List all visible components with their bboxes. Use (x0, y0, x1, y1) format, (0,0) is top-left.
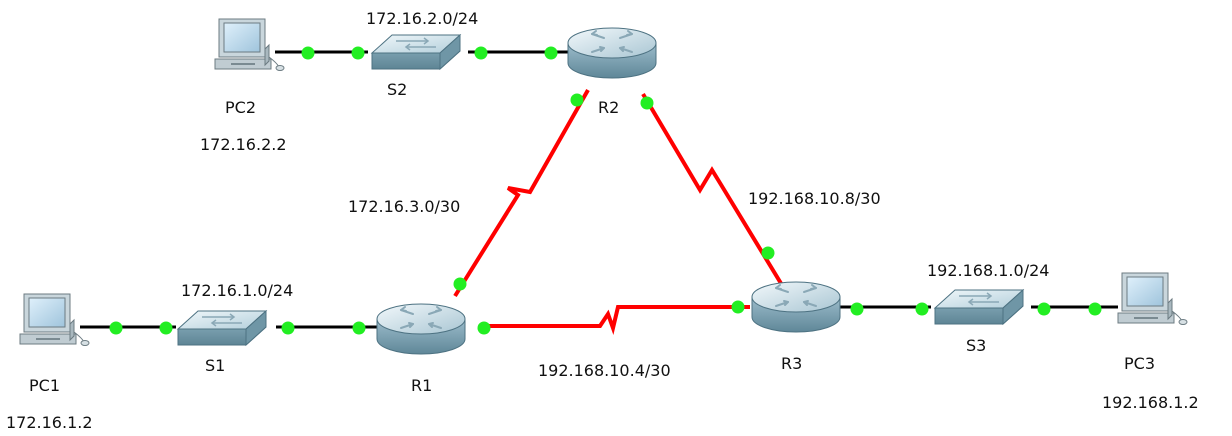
wan-r1-r2-network-label: 172.16.3.0/30 (348, 197, 461, 216)
r2-label: R2 (598, 98, 620, 117)
link-r2-r3 (641, 92, 787, 292)
s1-switch-icon[interactable] (177, 310, 267, 346)
r3-router-icon[interactable] (751, 281, 841, 333)
s3-switch-icon[interactable] (934, 289, 1024, 325)
pc1-ip-label: 172.16.1.2 (6, 413, 93, 432)
lan3-network-label: 192.168.1.0/24 (927, 261, 1050, 280)
r3-label: R3 (781, 354, 803, 373)
r2-router-icon[interactable] (567, 27, 657, 79)
link-r1-r3 (480, 305, 750, 336)
r1-router-icon[interactable] (376, 303, 466, 355)
pc2-icon[interactable] (214, 18, 285, 71)
wan-r1-r3-network-label: 192.168.10.4/30 (538, 361, 671, 380)
pc3-ip-label: 192.168.1.2 (1102, 393, 1199, 412)
pc2-label: PC2 (225, 98, 256, 117)
r1-label: R1 (411, 376, 433, 395)
s1-label: S1 (205, 356, 226, 375)
pc3-icon[interactable] (1117, 272, 1188, 325)
serial-links (453, 89, 787, 336)
link-status-indicators (109, 46, 1102, 335)
pc3-label: PC3 (1124, 354, 1155, 373)
link-r1-r2 (453, 89, 590, 298)
pc1-label: PC1 (29, 376, 60, 395)
s3-label: S3 (966, 336, 987, 355)
s2-label: S2 (387, 80, 408, 99)
s2-switch-icon[interactable] (371, 34, 461, 70)
lan2-network-label: 172.16.2.0/24 (366, 9, 479, 28)
lan1-network-label: 172.16.1.0/24 (181, 281, 294, 300)
wan-r2-r3-network-label: 192.168.10.8/30 (748, 189, 881, 208)
pc2-ip-label: 172.16.2.2 (200, 135, 287, 154)
pc1-icon[interactable] (19, 293, 90, 346)
